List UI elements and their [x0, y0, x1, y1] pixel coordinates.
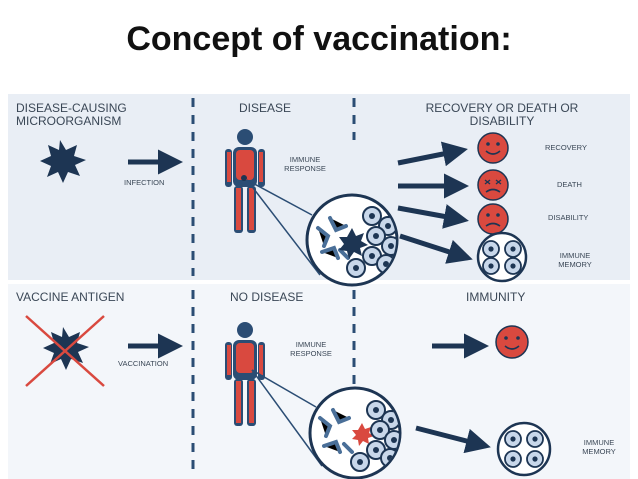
immune-memory-icon-bottom — [496, 421, 552, 477]
microorganism-icon — [40, 140, 86, 183]
memory-arrow-icon — [415, 425, 491, 454]
vaccination-label: VACCINATION — [118, 359, 169, 368]
immune-memory-label-top-1: IMMUNE — [559, 251, 591, 260]
column-dividers — [191, 98, 356, 475]
slide-title: Concept of vaccination: — [126, 20, 512, 58]
immune-memory-label-bottom-1: IMMUNE — [583, 438, 615, 447]
immune-response-zoom-top — [305, 193, 399, 287]
immune-response-label-top-2: RESPONSE — [284, 164, 326, 173]
disability-face-icon — [477, 203, 509, 235]
bottom-col1-header: VACCINE ANTIGEN — [16, 290, 125, 304]
immune-memory-label-bottom-2: MEMORY — [582, 447, 616, 456]
immune-response-zoom-bottom — [308, 386, 402, 479]
immune-response-label-top-1: IMMUNE — [289, 155, 321, 164]
bottom-col3-header: IMMUNITY — [466, 290, 526, 304]
col1-header-line1: DISEASE-CAUSING — [16, 101, 127, 115]
recovery-face-icon — [477, 132, 509, 164]
outcome-label-death: DEATH — [557, 180, 582, 189]
bottom-col2-header: NO DISEASE — [230, 290, 304, 304]
immune-response-label-bottom-1: IMMUNE — [295, 340, 327, 349]
col1-header-line2: MICROORGANISM — [16, 114, 122, 128]
zoom-connector-bottom — [251, 369, 323, 467]
immune-memory-label-top-2: MEMORY — [558, 260, 592, 269]
immune-memory-icon-top — [476, 231, 528, 283]
cross-icon — [25, 315, 105, 387]
zoom-connector-top — [246, 179, 321, 276]
outcome-label-recovery: RECOVERY — [545, 143, 587, 152]
immune-response-label-bottom-2: RESPONSE — [290, 349, 332, 358]
outcome-label-disability: DISABILITY — [548, 213, 589, 222]
col3-header-line1: RECOVERY OR DEATH OR — [425, 101, 579, 115]
human-figure-icon-top — [225, 129, 265, 233]
immunity-face-icon — [495, 325, 529, 359]
col3-header-line2: DISABILITY — [469, 114, 535, 128]
outcome-arrows-top — [397, 141, 473, 264]
col2-header: DISEASE — [239, 101, 292, 115]
infection-label: INFECTION — [124, 178, 165, 187]
human-figure-icon-bottom — [225, 322, 265, 426]
death-face-icon — [477, 169, 509, 201]
